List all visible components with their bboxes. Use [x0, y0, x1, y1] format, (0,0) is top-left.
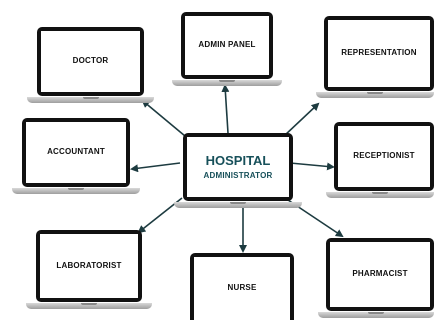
- laptop-admin-panel: ADMIN PANEL: [172, 12, 282, 86]
- node-label-accountant: ACCOUNTANT: [47, 147, 105, 157]
- arrow-to-receptionist: [289, 162, 335, 171]
- laptop-icon: PHARMACIST: [326, 238, 434, 311]
- node-label-pharmacist: PHARMACIST: [352, 269, 408, 279]
- node-label-representation: REPRESENTATION: [341, 48, 417, 58]
- arrow-to-accountant: [130, 162, 181, 173]
- arrow-to-representation: [283, 102, 320, 137]
- laptop-icon: ADMIN PANEL: [181, 12, 273, 79]
- node-label-admin-panel: ADMIN PANEL: [198, 40, 256, 50]
- laptop-icon: DOCTOR: [37, 27, 144, 96]
- node-label-receptionist: RECEPTIONIST: [353, 151, 415, 161]
- arrow-to-admin-panel: [221, 84, 230, 134]
- node-label-doctor: DOCTOR: [72, 56, 109, 66]
- hub-title: HOSPITAL: [205, 153, 271, 169]
- laptop-pharmacist: PHARMACIST: [318, 238, 434, 318]
- laptop-icon: REPRESENTATION: [324, 16, 434, 91]
- laptop-doctor: DOCTOR: [27, 27, 154, 103]
- laptop-icon: ACCOUNTANT: [22, 118, 130, 187]
- laptop-laboratorist: LABORATORIST: [26, 230, 152, 309]
- laptop-hospital-administrator: HOSPITAL ADMINISTRATOR: [174, 133, 302, 208]
- laptop-icon: NURSE: [190, 253, 294, 320]
- laptop-icon: LABORATORIST: [36, 230, 142, 302]
- hub-subtitle: ADMINISTRATOR: [203, 170, 273, 180]
- laptop-nurse: NURSE: [184, 253, 300, 320]
- laptop-receptionist: RECEPTIONIST: [326, 122, 434, 198]
- laptop-accountant: ACCOUNTANT: [12, 118, 140, 194]
- laptop-representation: REPRESENTATION: [316, 16, 434, 98]
- laptop-icon: RECEPTIONIST: [334, 122, 434, 191]
- node-label-laboratorist: LABORATORIST: [56, 260, 122, 270]
- laptop-icon: HOSPITAL ADMINISTRATOR: [183, 133, 293, 201]
- arrow-to-doctor: [141, 99, 186, 137]
- node-label-nurse: NURSE: [227, 283, 257, 293]
